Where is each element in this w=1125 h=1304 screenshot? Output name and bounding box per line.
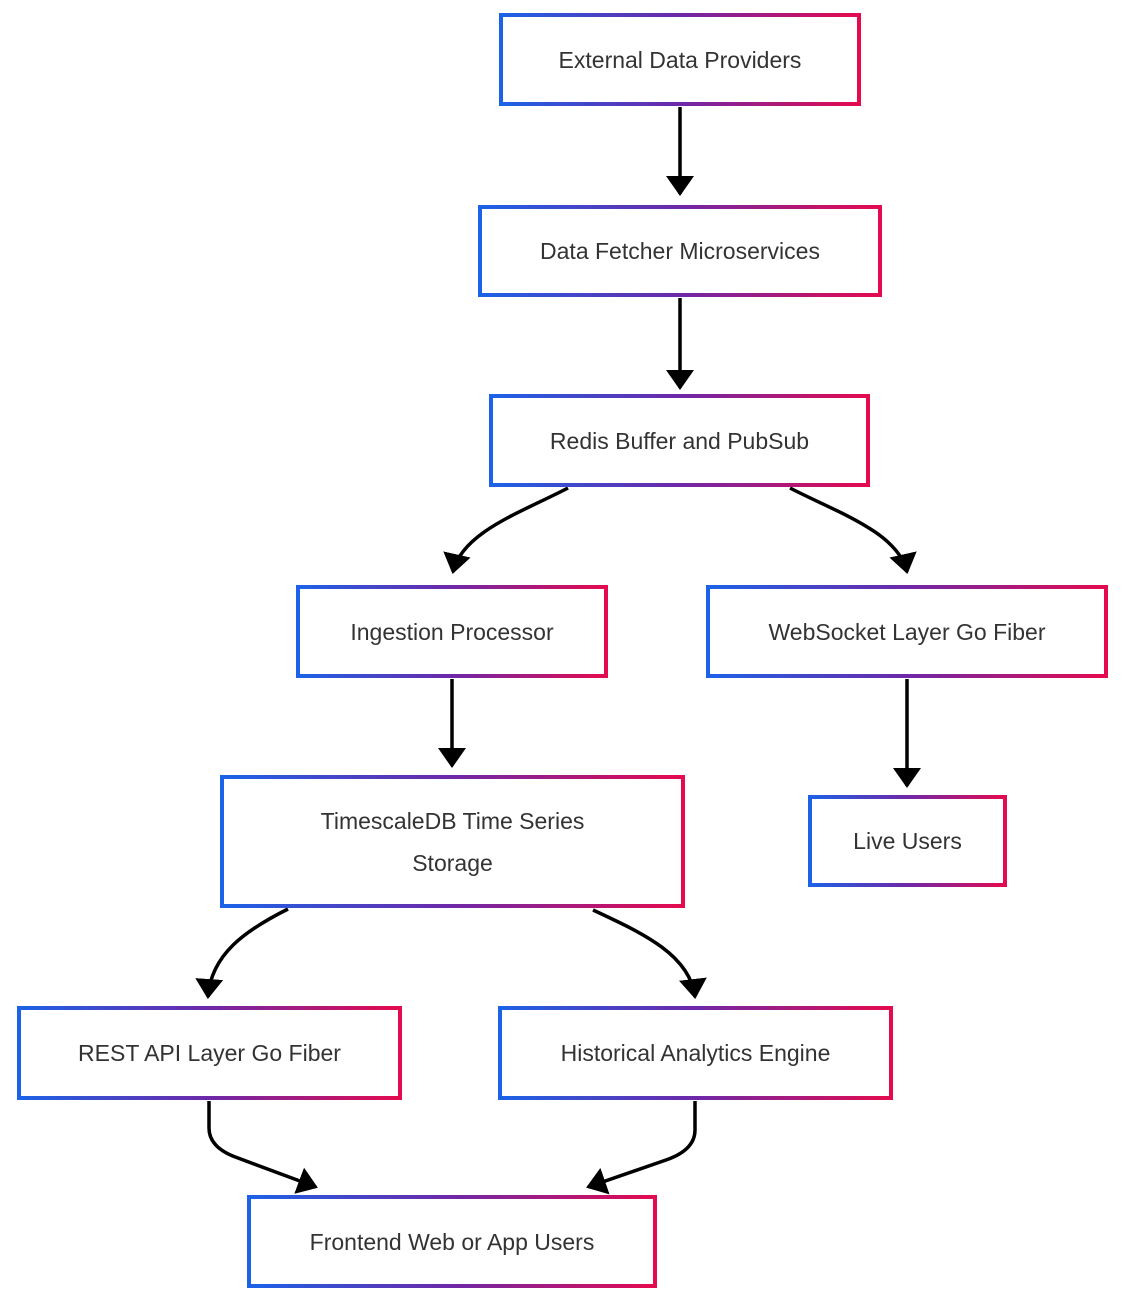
node-historical-analytics-engine: Historical Analytics Engine (498, 1006, 893, 1100)
node-body: Frontend Web or App Users (251, 1199, 653, 1284)
node-body: Live Users (812, 799, 1003, 883)
node-body: External Data Providers (503, 17, 857, 102)
node-rest-api-layer-go-fiber: REST API Layer Go Fiber (17, 1006, 402, 1100)
node-label: REST API Layer Go Fiber (78, 1040, 341, 1066)
edge-timescale-to-analytics (592, 908, 707, 999)
node-label: External Data Providers (558, 46, 802, 73)
node-body: Data Fetcher Microservices (482, 209, 878, 293)
edge-timescale-to-restapi (195, 907, 289, 999)
node-label: TimescaleDB Time Series Storage (320, 807, 585, 876)
node-redis-buffer-and-pubsub: Redis Buffer and PubSub (489, 394, 870, 487)
node-label: Data Fetcher Microservices (540, 238, 820, 264)
edge-redis-to-websocket (789, 486, 917, 574)
node-label: Frontend Web or App Users (309, 1228, 595, 1255)
node-label: WebSocket Layer Go Fiber (768, 618, 1046, 645)
node-external-data-providers: External Data Providers (499, 13, 861, 106)
node-label: Historical Analytics Engine (560, 1040, 831, 1066)
node-body: WebSocket Layer Go Fiber (710, 589, 1104, 674)
node-ingestion-processor: Ingestion Processor (296, 585, 608, 678)
node-body: Redis Buffer and PubSub (493, 398, 866, 483)
node-data-fetcher-microservices: Data Fetcher Microservices (478, 205, 882, 297)
node-body: REST API Layer Go Fiber (21, 1010, 398, 1096)
node-label: Ingestion Processor (350, 618, 554, 645)
node-label: Live Users (853, 828, 962, 854)
node-frontend-web-or-app-users: Frontend Web or App Users (247, 1195, 657, 1288)
edge-redis-to-ingestion (443, 486, 569, 574)
node-body: TimescaleDB Time Series Storage (224, 779, 681, 904)
node-body: Historical Analytics Engine (502, 1010, 889, 1096)
edge-analytics-to-frontend (586, 1101, 697, 1195)
node-websocket-layer-go-fiber: WebSocket Layer Go Fiber (706, 585, 1108, 678)
edge-restapi-to-frontend (207, 1101, 318, 1194)
node-timescaledb-time-series-storage: TimescaleDB Time Series Storage (220, 775, 685, 908)
node-live-users: Live Users (808, 795, 1007, 887)
node-body: Ingestion Processor (300, 589, 604, 674)
node-label: Redis Buffer and PubSub (549, 427, 810, 454)
